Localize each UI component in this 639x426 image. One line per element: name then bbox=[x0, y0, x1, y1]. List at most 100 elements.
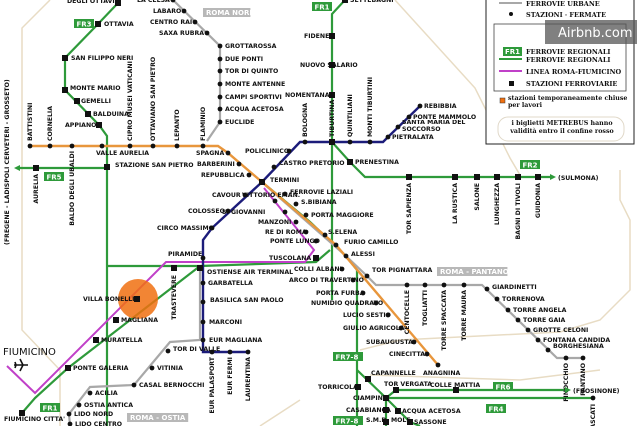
station-re-di-roma-marker[interactable] bbox=[303, 229, 309, 235]
station-ciampino-marker[interactable] bbox=[383, 395, 389, 401]
station-s-giovanni-marker[interactable] bbox=[282, 209, 288, 215]
station-santa-maria-del-soccorso-marker[interactable] bbox=[395, 124, 401, 130]
station-nomentana-marker[interactable] bbox=[329, 92, 335, 98]
station-ostia-antica-marker[interactable] bbox=[76, 402, 82, 408]
station-cipro-musei-vaticani-marker[interactable] bbox=[127, 143, 133, 149]
station-termini-marker[interactable] bbox=[259, 179, 265, 185]
station-battistini-marker[interactable] bbox=[27, 143, 33, 149]
station-piramide-marker[interactable] bbox=[200, 255, 206, 261]
station-s-m-d-mole-marker[interactable] bbox=[383, 419, 389, 425]
station-torre-spaccata-marker[interactable] bbox=[441, 282, 447, 288]
station-colli-albani-marker[interactable] bbox=[339, 266, 345, 272]
station-porta-maggiore-marker[interactable] bbox=[303, 212, 309, 218]
station-monte-mario-marker[interactable] bbox=[62, 87, 68, 93]
station-campi-sportivi-marker[interactable] bbox=[217, 94, 223, 100]
station-magliana-marker[interactable] bbox=[113, 317, 119, 323]
station-ostiense-air-terminal-marker[interactable] bbox=[197, 265, 203, 271]
station-colosseo-marker[interactable] bbox=[225, 208, 231, 214]
station-ottaviano-san-pietro-marker[interactable] bbox=[150, 143, 156, 149]
station-s-elena-marker[interactable] bbox=[322, 232, 328, 238]
station-pietralata-marker[interactable] bbox=[385, 134, 391, 140]
station-policlinico-marker[interactable] bbox=[286, 148, 292, 154]
station-aurelia-marker[interactable] bbox=[33, 165, 39, 171]
station-san-filippo-neri-marker[interactable] bbox=[62, 55, 68, 61]
station-fidene-marker[interactable] bbox=[329, 33, 335, 39]
station-monti-tiburtini-marker[interactable] bbox=[367, 139, 373, 145]
station-garbatella-marker[interactable] bbox=[200, 280, 206, 286]
station-guidonia-marker[interactable] bbox=[535, 174, 541, 180]
station-frascati-marker[interactable] bbox=[590, 395, 596, 401]
station-spagna-marker[interactable] bbox=[225, 150, 231, 156]
station-torre-maura-marker[interactable] bbox=[461, 282, 467, 288]
station-lucio-sestio-marker[interactable] bbox=[385, 312, 391, 318]
station-torrenova-marker[interactable] bbox=[494, 296, 500, 302]
station-nuovo-salario-marker[interactable] bbox=[329, 62, 335, 68]
station-ponte-mammolo-marker[interactable] bbox=[406, 114, 412, 120]
station-torre-angela-marker[interactable] bbox=[505, 307, 511, 313]
station-tor-pignattara-marker[interactable] bbox=[364, 273, 370, 279]
station-circo-massimo-marker[interactable] bbox=[209, 225, 215, 231]
station-torre-gaia-marker[interactable] bbox=[515, 317, 521, 323]
station-subaugusta-marker[interactable] bbox=[411, 339, 417, 345]
station-centocelle-marker[interactable] bbox=[404, 282, 410, 288]
station-porta-furba-marker[interactable] bbox=[360, 290, 366, 296]
station-rebibbia-marker[interactable] bbox=[417, 103, 423, 109]
station-giardinetti-marker[interactable] bbox=[484, 286, 490, 292]
station-laurentina-marker[interactable] bbox=[245, 349, 251, 355]
station-marconi-marker[interactable] bbox=[200, 319, 206, 325]
station-castro-pretorio-marker[interactable] bbox=[271, 164, 277, 170]
station-eur-fermi-marker[interactable] bbox=[227, 349, 233, 355]
station-ponte-galeria-marker[interactable] bbox=[65, 365, 71, 371]
station-prenestina-marker[interactable] bbox=[347, 159, 353, 165]
station-giulio-agricola-marker[interactable] bbox=[398, 325, 404, 331]
station-settebagni-marker[interactable] bbox=[342, 0, 348, 3]
station-fiumicino-citta-marker[interactable] bbox=[19, 410, 25, 416]
station-trastevere-marker[interactable] bbox=[171, 265, 177, 271]
station-colle-mattia-marker[interactable] bbox=[453, 387, 459, 393]
station-degli-ottavi-marker[interactable] bbox=[115, 0, 121, 6]
station-acqua-acetosa-marker[interactable] bbox=[217, 106, 223, 112]
station-bologna-marker[interactable] bbox=[302, 139, 308, 145]
station-labaro-marker[interactable] bbox=[181, 8, 187, 14]
station-fontana-candida-marker[interactable] bbox=[535, 337, 541, 343]
station-alessi-marker[interactable] bbox=[343, 253, 349, 259]
station-villa-bonelli-marker[interactable] bbox=[134, 296, 140, 302]
station-saxa-rubra-marker[interactable] bbox=[204, 30, 210, 36]
station-cornelia-marker[interactable] bbox=[47, 143, 53, 149]
station-appiano-marker[interactable] bbox=[96, 122, 102, 128]
station-lido-centro-marker[interactable] bbox=[67, 421, 73, 426]
station-barberini-marker[interactable] bbox=[236, 161, 242, 167]
station-baldo-degli-ubaldi-marker[interactable] bbox=[69, 143, 75, 149]
station-furio-camillo-marker[interactable] bbox=[333, 242, 339, 248]
station-torricola-marker[interactable] bbox=[355, 384, 361, 390]
station-vitinia-marker[interactable] bbox=[149, 365, 155, 371]
station-sassone-marker[interactable] bbox=[407, 419, 413, 425]
station-tiburtina-marker[interactable] bbox=[329, 139, 335, 145]
station-ottavia-marker[interactable] bbox=[95, 21, 101, 27]
station-lunghezza-marker[interactable] bbox=[494, 174, 500, 180]
station-tor-di-quinto-marker[interactable] bbox=[217, 68, 223, 74]
station-cavour-marker[interactable] bbox=[242, 192, 248, 198]
station-grotte-celoni-marker[interactable] bbox=[525, 327, 531, 333]
station-flaminio-marker[interactable] bbox=[200, 143, 206, 149]
station-cinecitta-marker[interactable] bbox=[424, 351, 430, 357]
station-tor-di-valle-marker[interactable] bbox=[165, 348, 171, 354]
station-muratella-marker[interactable] bbox=[93, 337, 99, 343]
station-manzoni-marker[interactable] bbox=[293, 219, 299, 225]
station-gemelli-marker[interactable] bbox=[74, 98, 80, 104]
station-ponte-lungo-marker[interactable] bbox=[313, 238, 319, 244]
station-numidio-quadrato-marker[interactable] bbox=[373, 300, 379, 306]
station-eur-palasport-marker[interactable] bbox=[209, 349, 215, 355]
station-finocchio-marker[interactable] bbox=[563, 355, 569, 361]
station-togliatti-marker[interactable] bbox=[422, 282, 428, 288]
station-acilia-marker[interactable] bbox=[87, 390, 93, 396]
station-tor-vergata-marker[interactable] bbox=[393, 387, 399, 393]
station-ferrovie-laziali-marker[interactable] bbox=[282, 191, 288, 197]
station-acqua-acetosa-marker[interactable] bbox=[395, 408, 401, 414]
station-repubblica-marker[interactable] bbox=[246, 172, 252, 178]
station-pantano-marker[interactable] bbox=[580, 355, 586, 361]
station-s-bibiana-marker[interactable] bbox=[293, 201, 299, 207]
station-stazione-san-pietro-marker[interactable] bbox=[104, 164, 110, 170]
station-la-celsa-marker[interactable] bbox=[170, 0, 176, 3]
station-quintiliani-marker[interactable] bbox=[347, 139, 353, 145]
